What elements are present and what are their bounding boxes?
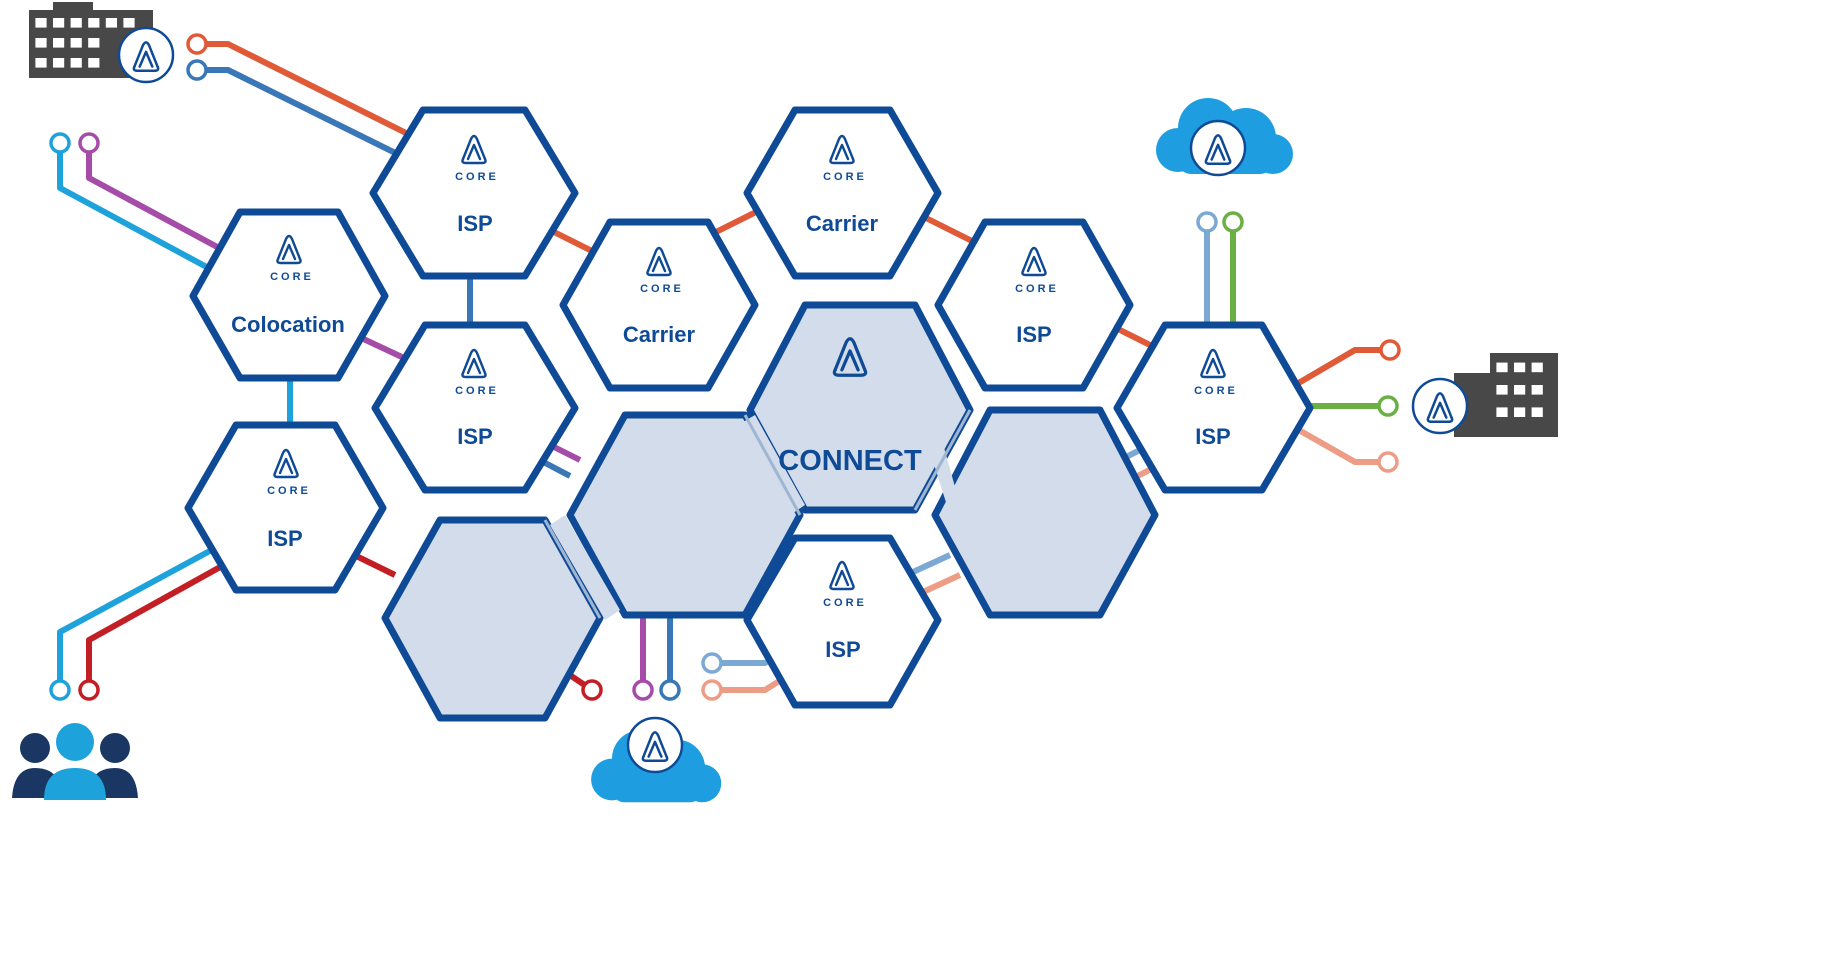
node-label-isp-bottom: ISP xyxy=(825,637,860,662)
cloud-icon xyxy=(1156,98,1293,175)
node-isp-right1 xyxy=(934,218,1134,392)
core-label: CORE xyxy=(823,597,867,609)
core-label: CORE xyxy=(823,171,867,183)
building-icon xyxy=(1413,353,1558,437)
node-label-isp-right1: ISP xyxy=(1016,322,1051,347)
node-colocation xyxy=(189,208,389,382)
core-label: CORE xyxy=(1015,283,1059,295)
core-label: CORE xyxy=(267,485,311,497)
node-isp-bottom xyxy=(743,534,942,709)
connect-cluster: CONNECT xyxy=(381,301,1159,722)
node-label-isp-top: ISP xyxy=(457,211,492,236)
connect-label: CONNECT xyxy=(778,445,922,477)
node-isp-far-right xyxy=(1113,321,1314,494)
building-icon xyxy=(29,2,173,82)
core-label: CORE xyxy=(455,171,499,183)
node-label-isp-far-right: ISP xyxy=(1195,424,1230,449)
node-isp-left xyxy=(184,421,387,594)
node-label-isp-mid: ISP xyxy=(457,424,492,449)
users-icon xyxy=(12,723,138,800)
node-isp-mid xyxy=(371,321,579,494)
endpoint-circles xyxy=(49,33,1401,701)
node-carrier-top xyxy=(743,106,942,280)
logo-icon xyxy=(1191,121,1245,175)
node-label-isp-left: ISP xyxy=(267,526,302,551)
core-label: CORE xyxy=(270,271,314,283)
core-label: CORE xyxy=(640,283,684,295)
node-label-carrier-top: Carrier xyxy=(806,211,879,236)
logo-icon xyxy=(1413,379,1467,433)
logo-icon xyxy=(119,28,173,82)
node-label-colocation: Colocation xyxy=(231,312,345,337)
node-isp-top xyxy=(369,106,579,280)
cloud-icon xyxy=(591,718,722,803)
node-carrier-mid xyxy=(559,218,759,392)
node-label-carrier-mid: Carrier xyxy=(623,322,696,347)
logo-icon xyxy=(628,718,682,772)
core-label: CORE xyxy=(1194,385,1238,397)
core-label: CORE xyxy=(455,385,499,397)
